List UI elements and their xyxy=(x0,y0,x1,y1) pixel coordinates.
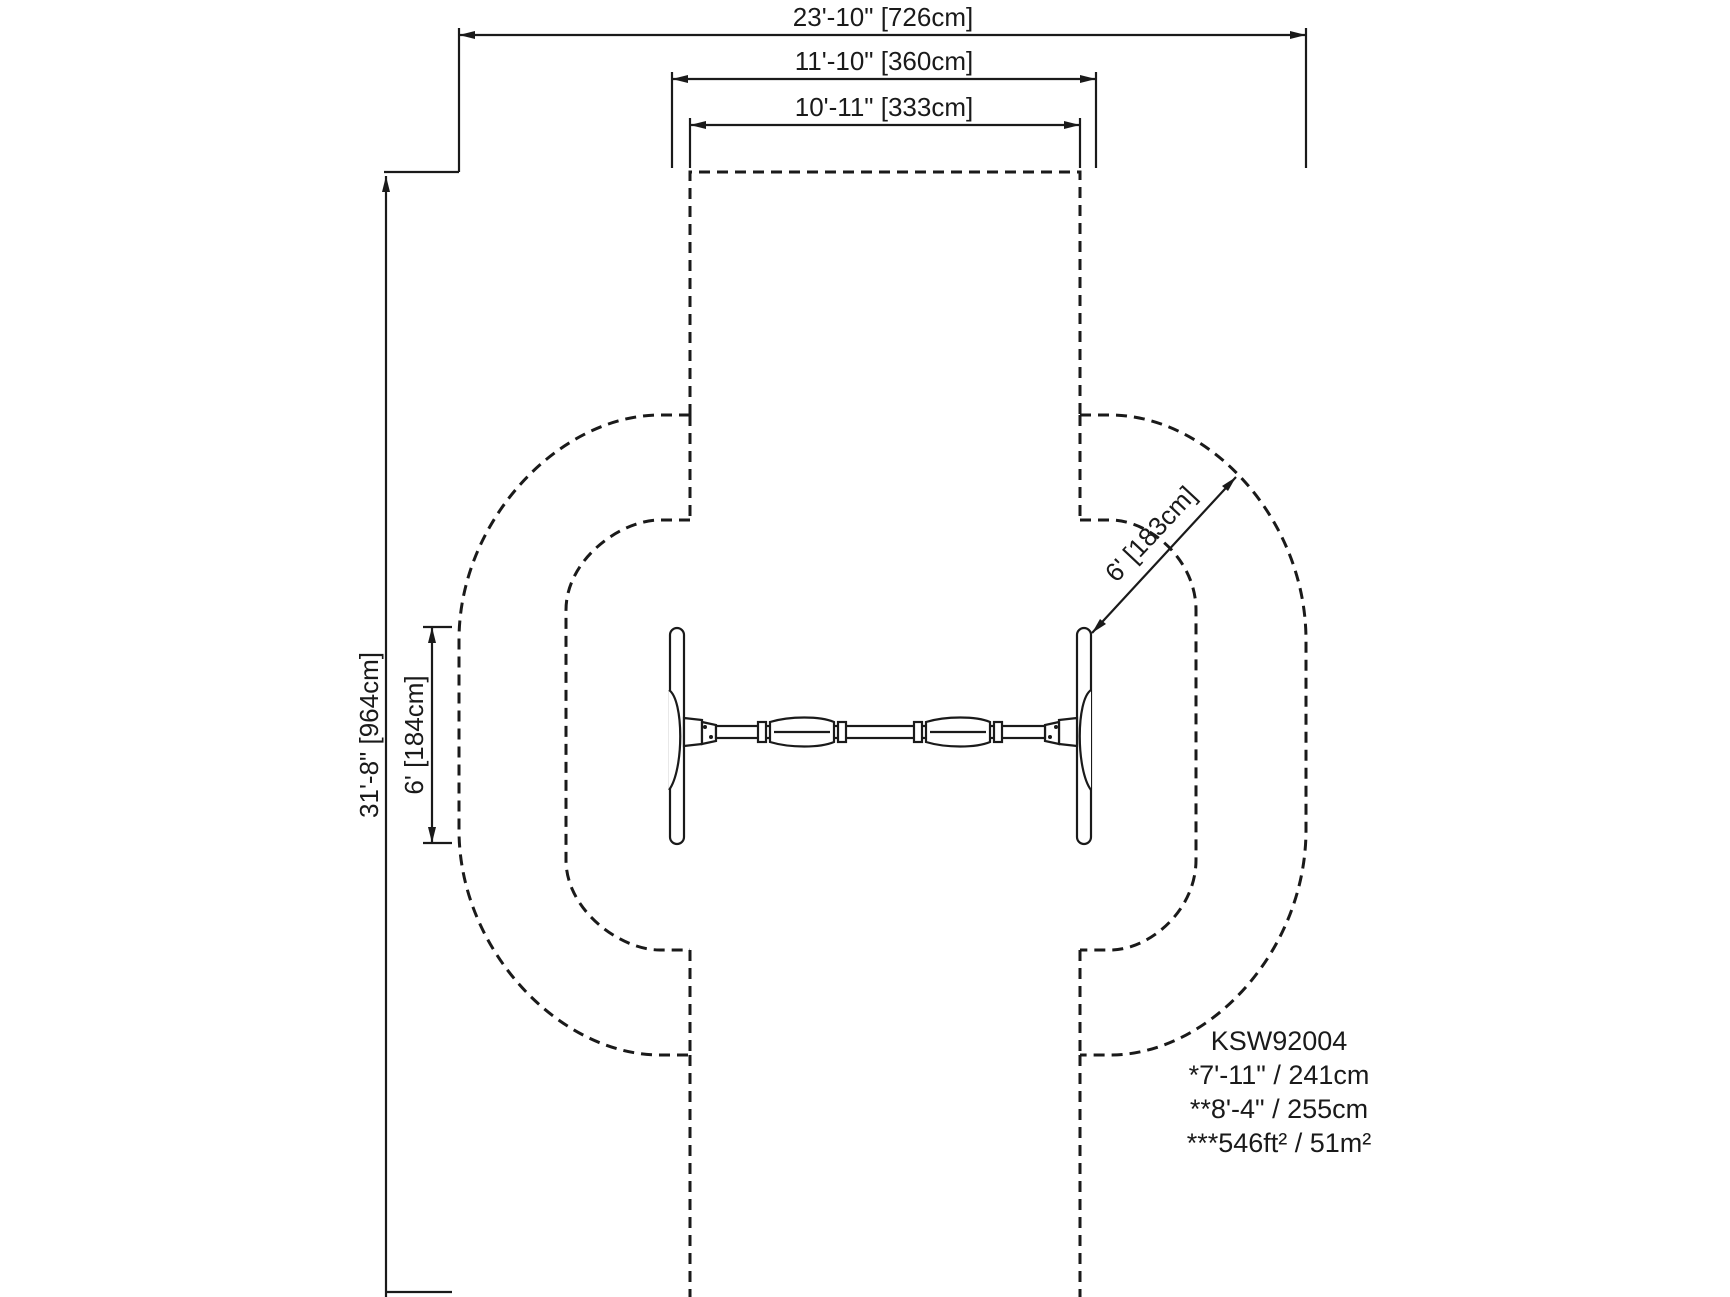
overall-length-label: 31'-8" [964cm] xyxy=(354,652,384,818)
inner-width-dimension: 10'-11" [333cm] xyxy=(688,92,1082,168)
overall-length-dimension: 31'-8" [964cm] xyxy=(354,176,452,1297)
middle-width-dimension: 11'-10" [360cm] xyxy=(670,46,1098,168)
model-number: KSW92004 xyxy=(1211,1026,1348,1056)
product-info: KSW92004 *7'-11" / 241cm **8'-4" / 255cm… xyxy=(1187,1026,1372,1158)
overall-width-label: 23'-10" [726cm] xyxy=(793,2,973,32)
inner-width-label: 10'-11" [333cm] xyxy=(795,92,973,122)
use-zone-outline xyxy=(457,170,1308,1297)
info-line-3: ***546ft² / 51m² xyxy=(1187,1128,1372,1158)
swing-length-label: 6' [184cm] xyxy=(399,675,429,794)
info-line-2: **8'-4" / 255cm xyxy=(1190,1094,1368,1124)
info-line-1: *7'-11" / 241cm xyxy=(1189,1060,1370,1090)
radius-dimension: 6' [183cm] xyxy=(1091,476,1237,634)
swing-set-equipment xyxy=(668,626,1093,846)
swing-length-dimension: 6' [184cm] xyxy=(399,625,452,845)
overall-width-dimension: 23'-10" [726cm] xyxy=(384,2,1308,174)
middle-width-label: 11'-10" [360cm] xyxy=(795,46,973,76)
